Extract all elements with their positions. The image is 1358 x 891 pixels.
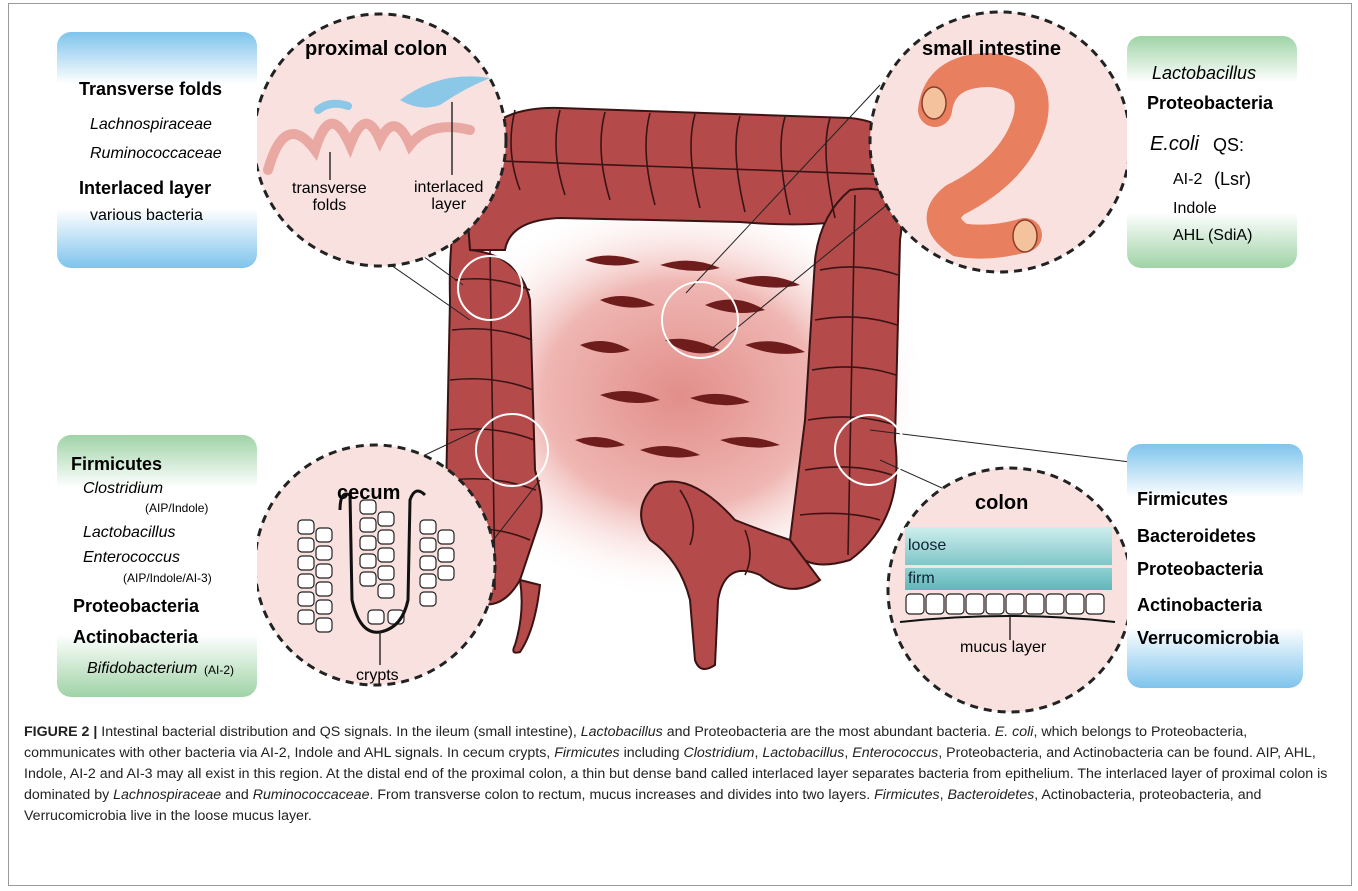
intestine-lumen-top xyxy=(922,87,946,119)
proteobacteria-heading: Proteobacteria xyxy=(1147,94,1273,112)
lsr-text: (Lsr) xyxy=(1214,170,1251,188)
caption-italic: Ruminococcaceae xyxy=(253,787,370,803)
intestine-lumen-bottom xyxy=(1013,220,1037,252)
interlaced-layer-heading: Interlaced layer xyxy=(79,179,211,197)
ecoli-text: E.coli xyxy=(1150,134,1199,154)
firm-label: firm xyxy=(908,571,935,588)
figure-label: FIGURE 2 | xyxy=(24,724,97,740)
bifidobacterium-signals: (AI-2) xyxy=(204,664,234,676)
crypts-label: crypts xyxy=(356,668,399,685)
firmicutes-heading: Firmicutes xyxy=(1137,490,1228,508)
caption-text: . From transverse colon to rectum, mucus… xyxy=(369,787,874,803)
various-bacteria-text: various bacteria xyxy=(90,208,203,224)
enterococcus-text: Enterococcus xyxy=(83,550,180,566)
caption-italic: Bacteroidetes xyxy=(947,787,1034,803)
proximal-colon-title: proximal colon xyxy=(305,38,447,61)
mucus-layer-label: mucus layer xyxy=(960,640,1046,657)
figure-caption: FIGURE 2 | Intestinal bacterial distribu… xyxy=(24,722,1336,827)
lachnospiraceae-text: Lachnospiraceae xyxy=(90,117,212,133)
proteobacteria-heading: Proteobacteria xyxy=(73,597,199,615)
caption-text: and Proteobacteria are the most abundant… xyxy=(663,724,995,740)
enterococcus-signals: (AIP/Indole/AI-3) xyxy=(123,572,212,584)
caption-italic: Lactobacillus xyxy=(581,724,663,740)
caption-italic: Firmicutes xyxy=(554,745,619,761)
interlaced-layer-label: interlaced layer xyxy=(414,180,483,214)
caption-italic: Enterococcus xyxy=(852,745,938,761)
indole-text: Indole xyxy=(1173,201,1217,217)
transverse-folds-heading: Transverse folds xyxy=(79,80,222,98)
small-intestine-bacteria-box: Lactobacillus Proteobacteria E.coli QS: … xyxy=(1127,36,1297,268)
firm-mucus-band xyxy=(905,568,1112,590)
cecum-circle xyxy=(255,445,495,685)
firmicutes-heading: Firmicutes xyxy=(71,455,162,473)
small-intestine-title: small intestine xyxy=(922,38,1061,61)
cecum-bacteria-box: Firmicutes Clostridium (AIP/Indole) Lact… xyxy=(57,435,257,697)
ai2-text: AI-2 xyxy=(1173,172,1202,188)
cecum-title: cecum xyxy=(337,482,400,505)
caption-text: including xyxy=(620,745,684,761)
transverse-folds-label: transverse folds xyxy=(292,181,367,215)
caption-italic: Clostridium xyxy=(684,745,755,761)
caption-italic: Firmicutes xyxy=(874,787,939,803)
lactobacillus-text: Lactobacillus xyxy=(1152,64,1256,82)
caption-italic: E. coli xyxy=(995,724,1034,740)
caption-italic: Lachnospiraceae xyxy=(113,787,221,803)
clostridium-signals: (AIP/Indole) xyxy=(145,502,208,514)
actinobacteria-heading: Actinobacteria xyxy=(73,628,198,646)
ahl-text: AHL (SdiA) xyxy=(1173,228,1252,244)
colon-bacteria-box: Firmicutes Bacteroidetes Proteobacteria … xyxy=(1127,444,1303,688)
clostridium-text: Clostridium xyxy=(83,481,163,497)
caption-text: Intestinal bacterial distribution and QS… xyxy=(97,724,580,740)
caption-italic: Lactobacillus xyxy=(762,745,844,761)
proximal-bacteria-box: Transverse folds Lachnospiraceae Ruminoc… xyxy=(57,32,257,268)
caption-text: and xyxy=(221,787,253,803)
lactobacillus-text: Lactobacillus xyxy=(83,525,176,541)
actinobacteria-heading: Actinobacteria xyxy=(1137,596,1262,614)
ruminococcaceae-text: Ruminococcaceae xyxy=(90,146,222,162)
bacteroidetes-heading: Bacteroidetes xyxy=(1137,527,1256,545)
qs-label: QS: xyxy=(1213,136,1244,154)
bifidobacterium-text: Bifidobacterium xyxy=(87,661,197,677)
verrucomicrobia-heading: Verrucomicrobia xyxy=(1137,629,1279,647)
colon-title: colon xyxy=(975,492,1028,515)
loose-label: loose xyxy=(908,538,946,555)
proteobacteria-heading: Proteobacteria xyxy=(1137,560,1263,578)
